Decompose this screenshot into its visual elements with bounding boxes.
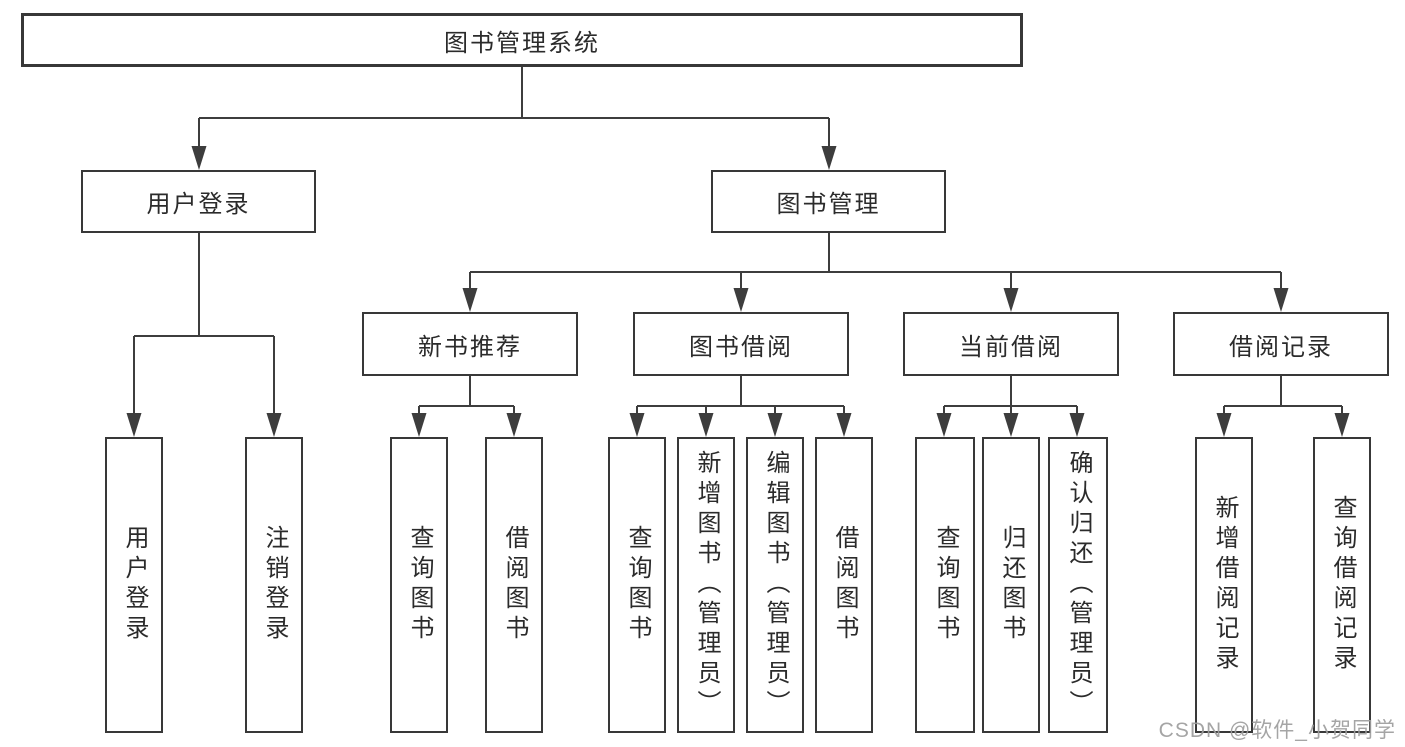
node-current-borrow: 当前借阅	[903, 312, 1119, 376]
leaf-user-login-label: 用户登录	[121, 525, 148, 645]
leaf-borrow-books-recommend: 借阅图书	[485, 437, 543, 733]
node-root-label: 图书管理系统	[444, 29, 600, 57]
node-user-login: 用户登录	[81, 170, 316, 233]
leaf-query-books-borrow-label: 查询图书	[624, 525, 651, 645]
leaf-edit-book-admin-label: 编辑图书（管理员）	[762, 450, 789, 720]
node-book-management-label: 图书管理	[776, 191, 881, 218]
leaf-edit-book-admin: 编辑图书（管理员）	[746, 437, 804, 733]
leaf-logout: 注销登录	[245, 437, 303, 733]
node-new-book-recommend-label: 新书推荐	[418, 333, 522, 361]
node-user-login-label: 用户登录	[146, 191, 251, 218]
leaf-query-books-current: 查询图书	[915, 437, 975, 733]
node-book-borrow: 图书借阅	[633, 312, 849, 376]
node-current-borrow-label: 当前借阅	[959, 333, 1063, 361]
leaf-logout-label: 注销登录	[261, 525, 288, 645]
leaf-query-books-borrow: 查询图书	[608, 437, 666, 733]
leaf-return-book-label: 归还图书	[998, 525, 1025, 645]
node-borrow-records: 借阅记录	[1173, 312, 1389, 376]
leaf-add-borrow-record: 新增借阅记录	[1195, 437, 1253, 733]
leaf-borrow-books-borrow: 借阅图书	[815, 437, 873, 733]
leaf-confirm-return-admin: 确认归还（管理员）	[1048, 437, 1108, 733]
leaf-borrow-books-borrow-label: 借阅图书	[831, 525, 858, 645]
leaf-return-book: 归还图书	[982, 437, 1040, 733]
node-root: 图书管理系统	[21, 13, 1023, 67]
leaf-user-login: 用户登录	[105, 437, 163, 733]
arrowhead-markers	[126, 146, 1350, 437]
leaf-query-books-recommend-label: 查询图书	[406, 525, 433, 645]
connector-lines	[133, 67, 1343, 419]
leaf-borrow-books-recommend-label: 借阅图书	[501, 525, 528, 645]
leaf-add-borrow-record-label: 新增借阅记录	[1211, 495, 1238, 675]
node-new-book-recommend: 新书推荐	[362, 312, 578, 376]
leaf-query-borrow-record-label: 查询借阅记录	[1329, 495, 1356, 675]
leaf-query-books-current-label: 查询图书	[932, 525, 959, 645]
leaf-add-book-admin: 新增图书（管理员）	[677, 437, 735, 733]
node-borrow-records-label: 借阅记录	[1229, 333, 1333, 361]
leaf-query-borrow-record: 查询借阅记录	[1313, 437, 1371, 733]
leaf-add-book-admin-label: 新增图书（管理员）	[693, 450, 720, 720]
leaf-confirm-return-admin-label: 确认归还（管理员）	[1065, 450, 1092, 720]
node-book-management: 图书管理	[711, 170, 946, 233]
leaf-query-books-recommend: 查询图书	[390, 437, 448, 733]
node-book-borrow-label: 图书借阅	[689, 333, 793, 361]
